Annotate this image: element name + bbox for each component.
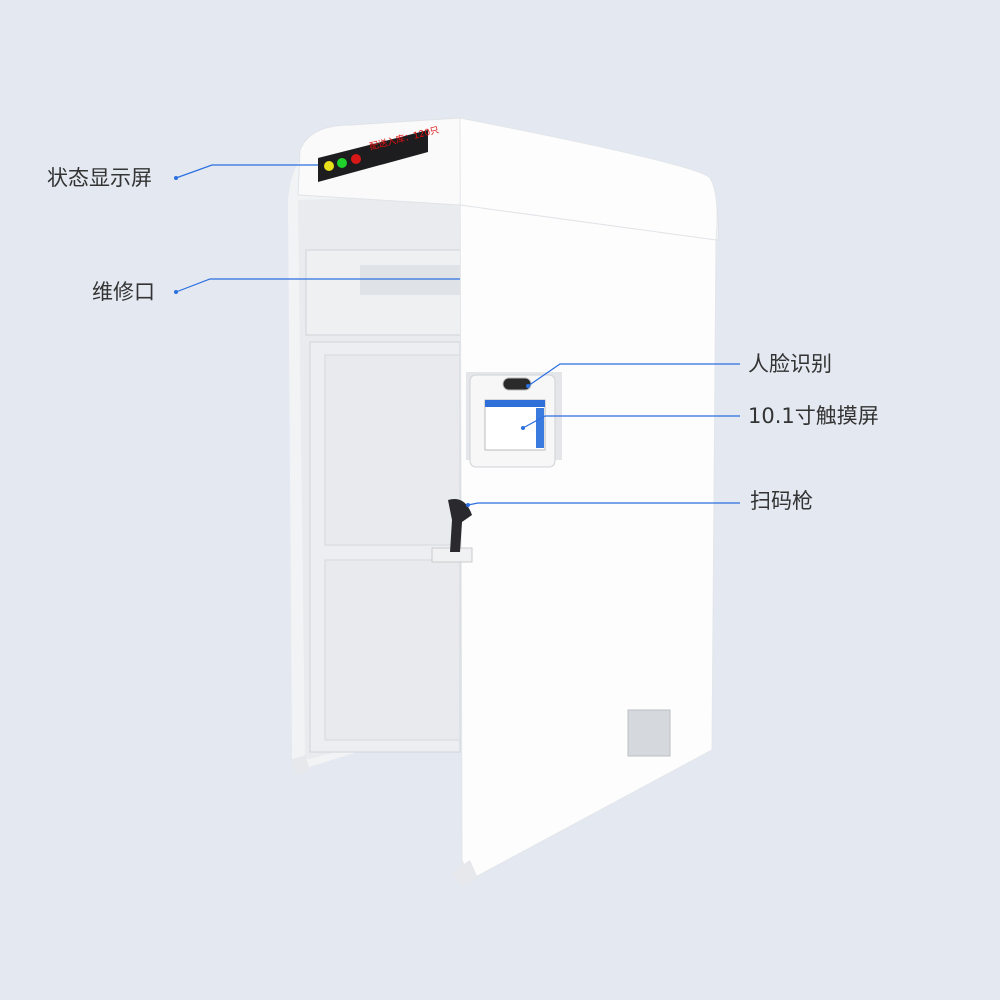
label-touch-screen: 10.1寸触摸屏	[748, 404, 879, 428]
barcode-scanner	[431, 499, 473, 563]
red-light	[351, 154, 361, 164]
label-maintenance-port: 维修口	[92, 280, 155, 304]
status-display	[318, 130, 428, 182]
label-scanner: 扫码枪	[750, 489, 813, 513]
bottom-slot	[627, 709, 671, 757]
face-camera	[502, 377, 532, 391]
green-light	[337, 158, 347, 168]
yellow-light	[324, 161, 334, 171]
label-face-recognition: 人脸识别	[748, 352, 832, 376]
label-status-display: 状态显示屏	[47, 166, 152, 190]
callout-lines	[175, 164, 740, 506]
